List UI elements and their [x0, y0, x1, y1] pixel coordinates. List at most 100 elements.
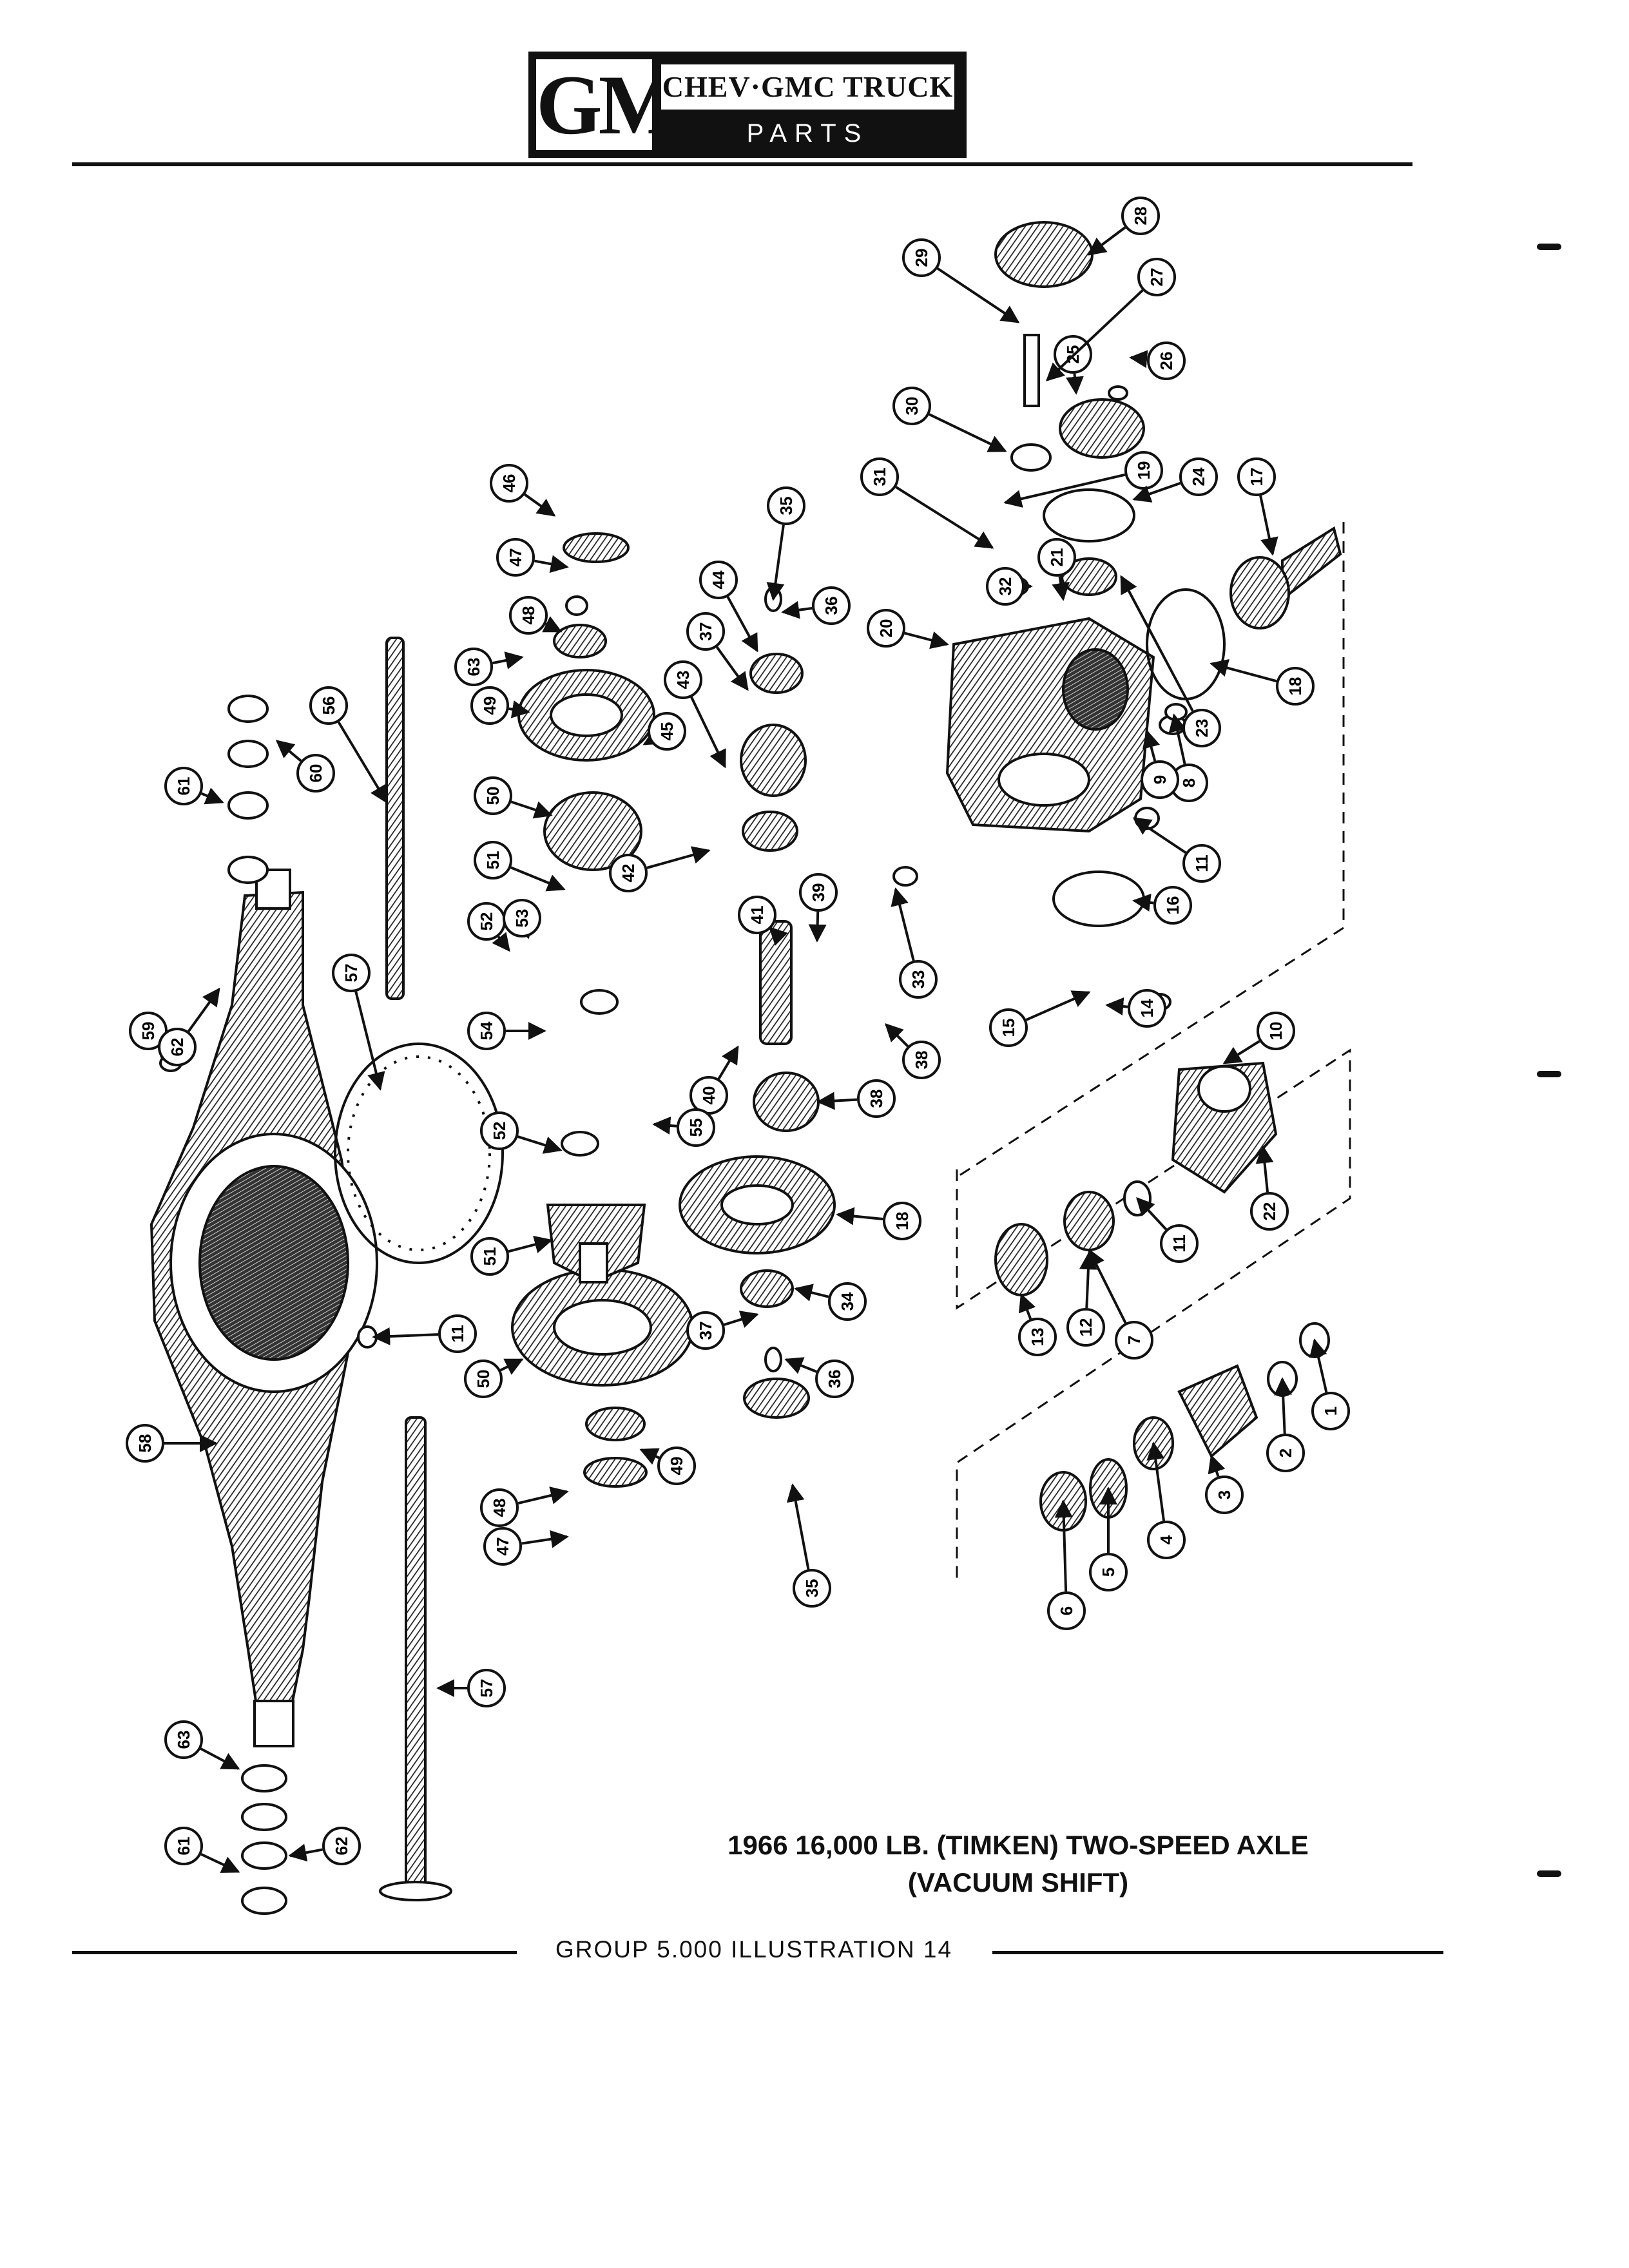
callout-circle-11	[438, 1314, 477, 1353]
callout-circle-35	[767, 486, 805, 525]
caption-line-2: (VACUUM SHIFT)	[907, 1867, 1129, 1898]
callout-circle-37	[686, 612, 725, 651]
callout-circle-62	[158, 1028, 197, 1066]
callout-circle-47	[496, 538, 535, 577]
callout-number-4: 4	[1157, 1535, 1176, 1544]
callout-circle-56	[309, 686, 348, 725]
callout-number-1: 1	[1321, 1407, 1340, 1416]
callout-number-24: 24	[1189, 467, 1208, 486]
callout-number-40: 40	[699, 1086, 718, 1105]
pinion-cage	[1171, 1061, 1278, 1194]
callout-circle-57	[332, 954, 371, 992]
callout-circle-49	[657, 1446, 696, 1485]
callout-number-18: 18	[892, 1212, 912, 1231]
leader-arrow-21	[1052, 576, 1070, 601]
callout-number-37: 37	[696, 622, 715, 641]
leader-arrow-4	[1146, 1441, 1166, 1521]
callout-circle-6	[1047, 1591, 1086, 1630]
callout-circle-13	[1018, 1318, 1057, 1356]
footer-rule-right	[992, 1951, 1443, 1954]
callout-number-39: 39	[809, 883, 828, 902]
callout-circle-37	[686, 1311, 725, 1350]
callout-number-6: 6	[1057, 1606, 1076, 1615]
leader-arrow-62	[187, 987, 220, 1032]
callout-number-30: 30	[902, 397, 921, 416]
callout-circle-39	[799, 873, 838, 912]
brand-line-1: CHEV·GMC TRUCK	[661, 64, 954, 110]
callout-circle-48	[509, 596, 548, 635]
callout-circle-10	[1257, 1012, 1295, 1050]
callout-circle-35	[793, 1569, 831, 1608]
leader-arrow-63	[492, 651, 524, 669]
leader-arrow-60	[275, 740, 302, 762]
leader-arrow-18	[836, 1207, 883, 1225]
callout-number-42: 42	[619, 864, 638, 883]
leader-arrow-49	[639, 1448, 660, 1465]
callout-number-38: 38	[867, 1090, 886, 1108]
leader-arrow-35	[786, 1483, 810, 1570]
leader-arrow-38	[816, 1091, 858, 1110]
leader-arrow-9	[1142, 729, 1161, 762]
leader-arrow-11	[372, 1327, 439, 1346]
leader-arrow-37	[724, 1311, 759, 1328]
callout-number-51: 51	[483, 851, 503, 870]
callout-circle-32	[986, 567, 1025, 606]
footer-caption: GROUP 5.000 ILLUSTRATION 14	[555, 1936, 953, 1963]
callout-number-52: 52	[490, 1122, 509, 1140]
callout-number-57: 57	[477, 1679, 496, 1698]
callout-circle-7	[1115, 1321, 1153, 1360]
callout-circle-45	[648, 712, 686, 751]
callout-circle-3	[1205, 1475, 1244, 1514]
leader-arrow-37	[715, 646, 749, 691]
leader-arrow-62	[288, 1843, 323, 1862]
callout-circle-16	[1153, 886, 1192, 925]
callout-circle-2	[1266, 1434, 1305, 1472]
margin-mark	[1537, 1870, 1561, 1877]
leader-arrow-56	[337, 721, 388, 804]
callout-circle-12	[1066, 1308, 1105, 1347]
margin-mark	[1537, 1071, 1561, 1077]
callout-number-61: 61	[174, 777, 193, 796]
leader-arrow-51	[510, 866, 566, 892]
leader-arrow-44	[726, 596, 758, 653]
callout-number-3: 3	[1215, 1490, 1234, 1499]
leader-arrow-36	[781, 601, 813, 619]
callout-circle-14	[1128, 989, 1166, 1028]
callout-circle-51	[474, 841, 512, 879]
leader-arrow-26	[1129, 350, 1148, 369]
callout-number-37: 37	[696, 1321, 715, 1340]
callout-number-57: 57	[342, 964, 361, 983]
leader-arrow-15	[1025, 990, 1091, 1021]
carrier-group-outline	[953, 522, 1351, 1579]
callout-circle-57	[467, 1669, 506, 1707]
leader-arrow-57	[354, 991, 385, 1091]
callout-number-17: 17	[1247, 468, 1266, 486]
leader-arrow-10	[1222, 1040, 1260, 1064]
callout-number-61: 61	[174, 1837, 193, 1856]
callout-circle-18	[1276, 667, 1315, 706]
callout-number-12: 12	[1076, 1318, 1095, 1337]
callout-circle-26	[1147, 341, 1186, 380]
callout-number-35: 35	[802, 1579, 822, 1598]
leader-arrow-20	[904, 631, 949, 649]
leader-arrow-61	[200, 1852, 240, 1873]
callout-number-29: 29	[912, 249, 931, 267]
callout-number-38: 38	[912, 1051, 931, 1070]
callout-circle-53	[503, 899, 541, 937]
leader-arrow-22	[1255, 1145, 1274, 1193]
leader-arrow-19	[1003, 473, 1126, 508]
leader-arrow-38	[885, 1023, 909, 1048]
leader-arrow-31	[895, 486, 994, 549]
callout-number-2: 2	[1276, 1448, 1295, 1457]
leader-arrow-11	[1132, 817, 1187, 854]
ring-gears	[511, 669, 836, 1387]
callout-number-15: 15	[999, 1019, 1018, 1037]
callout-circle-52	[480, 1111, 519, 1150]
leader-arrow-33	[891, 887, 915, 961]
bearings	[553, 532, 1258, 1532]
callout-number-35: 35	[776, 497, 796, 515]
callout-circle-60	[296, 754, 335, 793]
leader-arrow-28	[1087, 226, 1126, 256]
callout-circle-15	[989, 1008, 1028, 1047]
leader-arrow-52	[517, 1135, 563, 1154]
